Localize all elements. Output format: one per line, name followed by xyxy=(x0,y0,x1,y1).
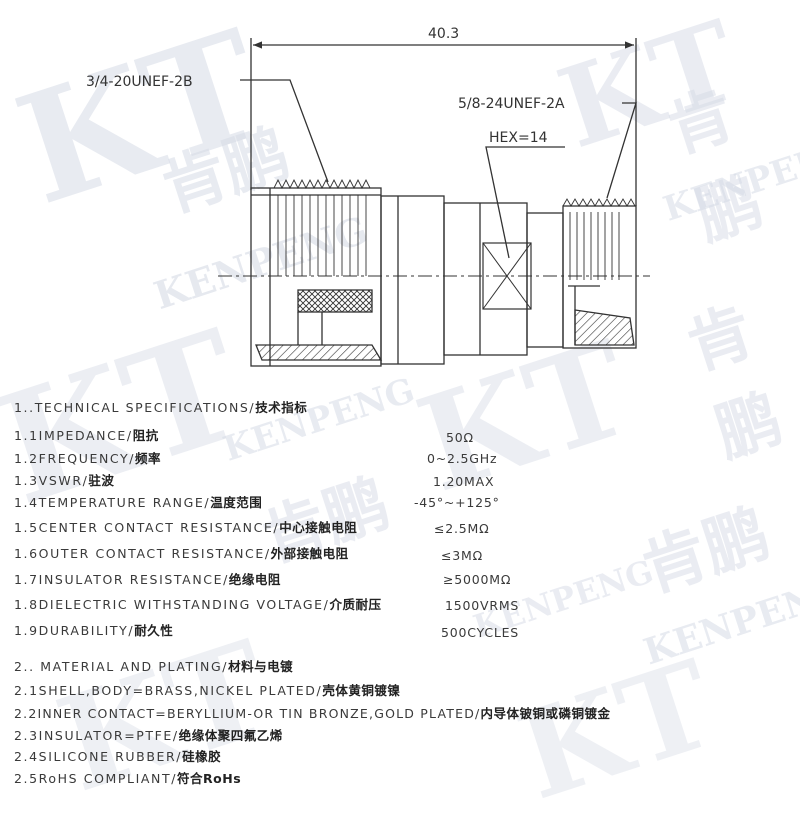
spec-frequency: 1.2FREQUENCY/频率 xyxy=(14,451,162,466)
spec-durability-value: 500CYCLES xyxy=(441,625,520,640)
spec-impedance: 1.1IMPEDANCE/阻抗 xyxy=(14,428,159,443)
spec-durability: 1.9DURABILITY/耐久性 xyxy=(14,623,174,638)
spec-temperature: 1.4TEMPERATURE RANGE/温度范围 xyxy=(14,495,263,510)
leader-thread-right xyxy=(606,102,637,199)
spec-insulator-resistance: 1.7INSULATOR RESISTANCE/绝缘电阻 xyxy=(14,572,281,587)
leader-thread-left xyxy=(240,79,329,183)
hex-flat-marker xyxy=(482,242,532,310)
spec-frequency-value: 0~2.5GHz xyxy=(427,451,498,466)
right-thread-body xyxy=(562,205,637,349)
specifications: 1..TECHNICAL SPECIFICATIONS/技术指标 1.1IMPE… xyxy=(14,400,611,786)
right-thread-teeth xyxy=(562,198,636,280)
material-rohs: 2.5RoHS COMPLIANT/符合RoHs xyxy=(14,771,242,786)
spec-insulator-resistance-value: ≥5000MΩ xyxy=(443,572,512,587)
technical-heading: 1..TECHNICAL SPECIFICATIONS/技术指标 xyxy=(14,400,308,415)
left-thread-teeth xyxy=(273,178,371,276)
connector-drawing: 40.3 3/4-20UNEF-2B 5/8-24UNEF-2A HEX=14 xyxy=(86,26,650,367)
material-silicone: 2.4SILICONE RUBBER/硅橡胶 xyxy=(14,749,222,764)
spec-vswr: 1.3VSWR/驻波 xyxy=(14,473,115,488)
spec-outer-contact-value: ≤3MΩ xyxy=(441,548,483,563)
dimension-label: 40.3 xyxy=(428,26,459,42)
material-shell: 2.1SHELL,BODY=BRASS,NICKEL PLATED/壳体黄铜镀镍 xyxy=(14,683,401,698)
material-insulator: 2.3INSULATOR=PTFE/绝缘体聚四氟乙烯 xyxy=(14,728,283,743)
thread-left-label: 3/4-20UNEF-2B xyxy=(86,74,193,90)
spec-dielectric-value: 1500VRMS xyxy=(445,598,520,613)
spec-dielectric: 1.8DIELECTRIC WITHSTANDING VOLTAGE/介质耐压 xyxy=(14,597,382,612)
material-inner-contact: 2.2INNER CONTACT=BERYLLIUM-OR TIN BRONZE… xyxy=(14,706,611,721)
spec-center-contact-value: ≤2.5MΩ xyxy=(434,521,490,536)
thread-right-label: 5/8-24UNEF-2A xyxy=(458,96,565,112)
hex-label: HEX=14 xyxy=(489,130,548,146)
insulator-section-left xyxy=(297,289,373,313)
material-heading: 2.. MATERIAL AND PLATING/材料与电镀 xyxy=(14,659,294,674)
spec-center-contact: 1.5CENTER CONTACT RESISTANCE/中心接触电阻 xyxy=(14,520,358,535)
spec-outer-contact: 1.6OUTER CONTACT RESISTANCE/外部接触电阻 xyxy=(14,546,349,561)
spec-impedance-value: 50Ω xyxy=(446,430,474,445)
spec-vswr-value: 1.20MAX xyxy=(433,474,495,489)
leader-hex xyxy=(485,146,565,259)
spec-temperature-value: -45°~+125° xyxy=(414,495,500,510)
